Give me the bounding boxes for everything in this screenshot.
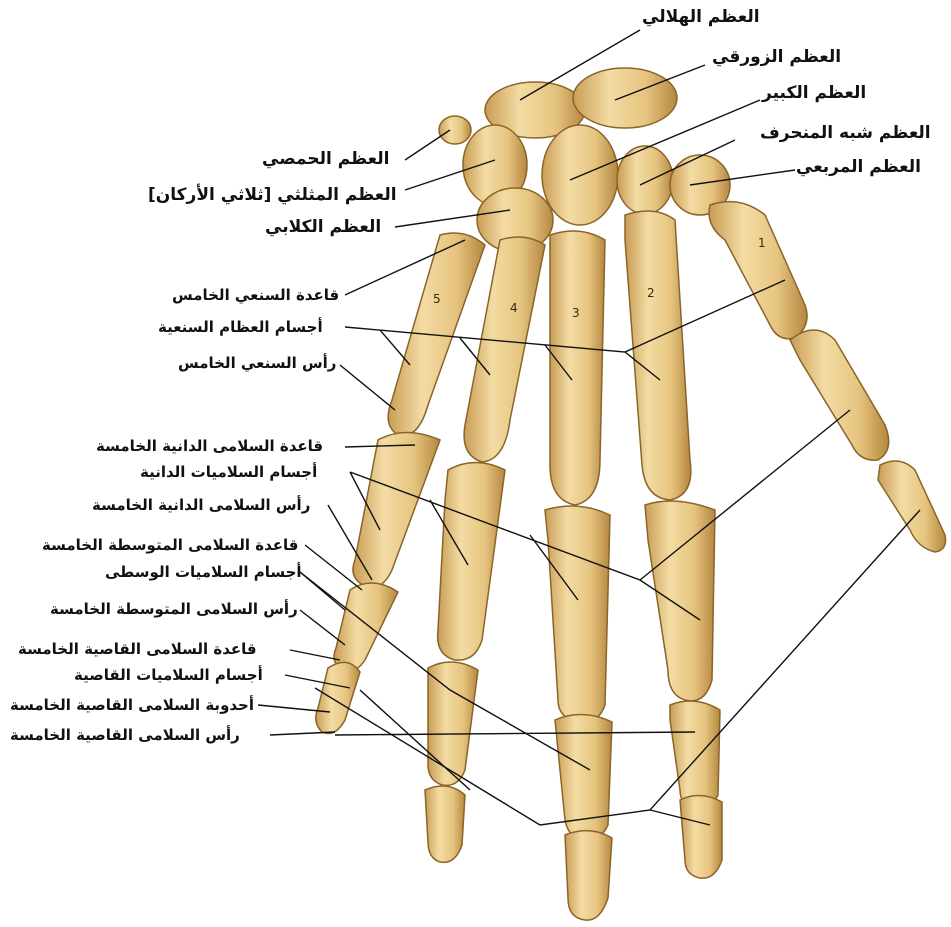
proximal-phalanx-5 — [353, 433, 440, 588]
digit-number-2: 2 — [647, 286, 655, 300]
distal-phalanx-1 — [878, 461, 946, 552]
proximal-phalanx-4 — [438, 463, 505, 661]
metacarpal-2 — [625, 211, 691, 500]
leader-head-5th-mc — [340, 365, 395, 410]
label-scaphoid: العظم الزورقي — [712, 48, 841, 66]
proximal-phalanx-2 — [645, 501, 715, 701]
metacarpal-1 — [709, 202, 807, 339]
label-base-5th-proximal: قاعدة السلامى الدانية الخامسة — [96, 437, 323, 455]
leader-pisiform — [405, 130, 450, 160]
capitate-bone — [542, 125, 618, 225]
metacarpal-3 — [550, 231, 605, 505]
label-head-5th-distal: رأس السلامى القاصية الخامسة — [10, 726, 240, 744]
label-base-5th-middle: قاعدة السلامى المتوسطة الخامسة — [42, 536, 298, 554]
distal-phalanx-2 — [680, 795, 722, 878]
label-hamate: العظم الكلابي — [265, 218, 381, 236]
label-capitate: العظم الكبير — [762, 84, 866, 102]
label-base-5th-distal: قاعدة السلامى القاصية الخامسة — [18, 640, 257, 658]
label-lunate: العظم الهلالي — [642, 8, 760, 26]
pisiform-bone — [439, 116, 471, 144]
label-trapezium: العظم المربعي — [796, 158, 921, 176]
middle-phalanx-4 — [428, 662, 478, 785]
proximal-phalanx-3 — [545, 506, 610, 722]
label-tuberosity-5th-distal: أحدوبة السلامى القاصية الخامسة — [10, 696, 254, 714]
label-metacarpal-bodies: أجسام العظام السنعية — [158, 318, 323, 336]
distal-phalanx-3 — [565, 831, 612, 921]
proximal-phalanx-1 — [790, 330, 889, 460]
leader-head-5th-mid — [300, 610, 345, 645]
digit-number-4: 4 — [510, 301, 518, 315]
label-pisiform: العظم الحمصي — [262, 150, 389, 168]
digit-number-5: 5 — [433, 292, 441, 306]
label-trapezoid: العظم شبه المنحرف — [760, 124, 931, 142]
digit-number-3: 3 — [572, 306, 580, 320]
label-base-5th-metacarpal: قاعدة السنعي الخامس — [172, 286, 339, 304]
digit-number-1: 1 — [758, 236, 766, 250]
label-head-5th-metacarpal: رأس السنعي الخامس — [178, 354, 336, 372]
scaphoid-bone — [573, 68, 677, 128]
leader-mid-bodies-5 — [300, 572, 345, 610]
distal-phalanx-4 — [425, 786, 465, 862]
label-triquetrum: العظم المثلثي [ثلاثي الأركان] — [148, 186, 397, 204]
label-distal-bodies: أجسام السلاميات القاصية — [74, 666, 263, 684]
leader-tuberosity-b — [315, 510, 920, 825]
middle-phalanx-5 — [334, 583, 398, 671]
distal-phalanx-5 — [316, 662, 360, 733]
label-proximal-bodies: أجسام السلاميات الدانية — [140, 463, 317, 481]
label-head-5th-proximal: رأس السلامى الدانية الخامسة — [92, 496, 310, 514]
middle-phalanx-2 — [670, 701, 720, 809]
leader-mc-bodies-5 — [380, 330, 410, 365]
leader-base-5th-dist — [290, 650, 340, 660]
label-head-5th-middle: رأس السلامى المتوسطة الخامسة — [50, 600, 298, 618]
label-middle-bodies: أجسام السلاميات الوسطى — [105, 563, 302, 581]
